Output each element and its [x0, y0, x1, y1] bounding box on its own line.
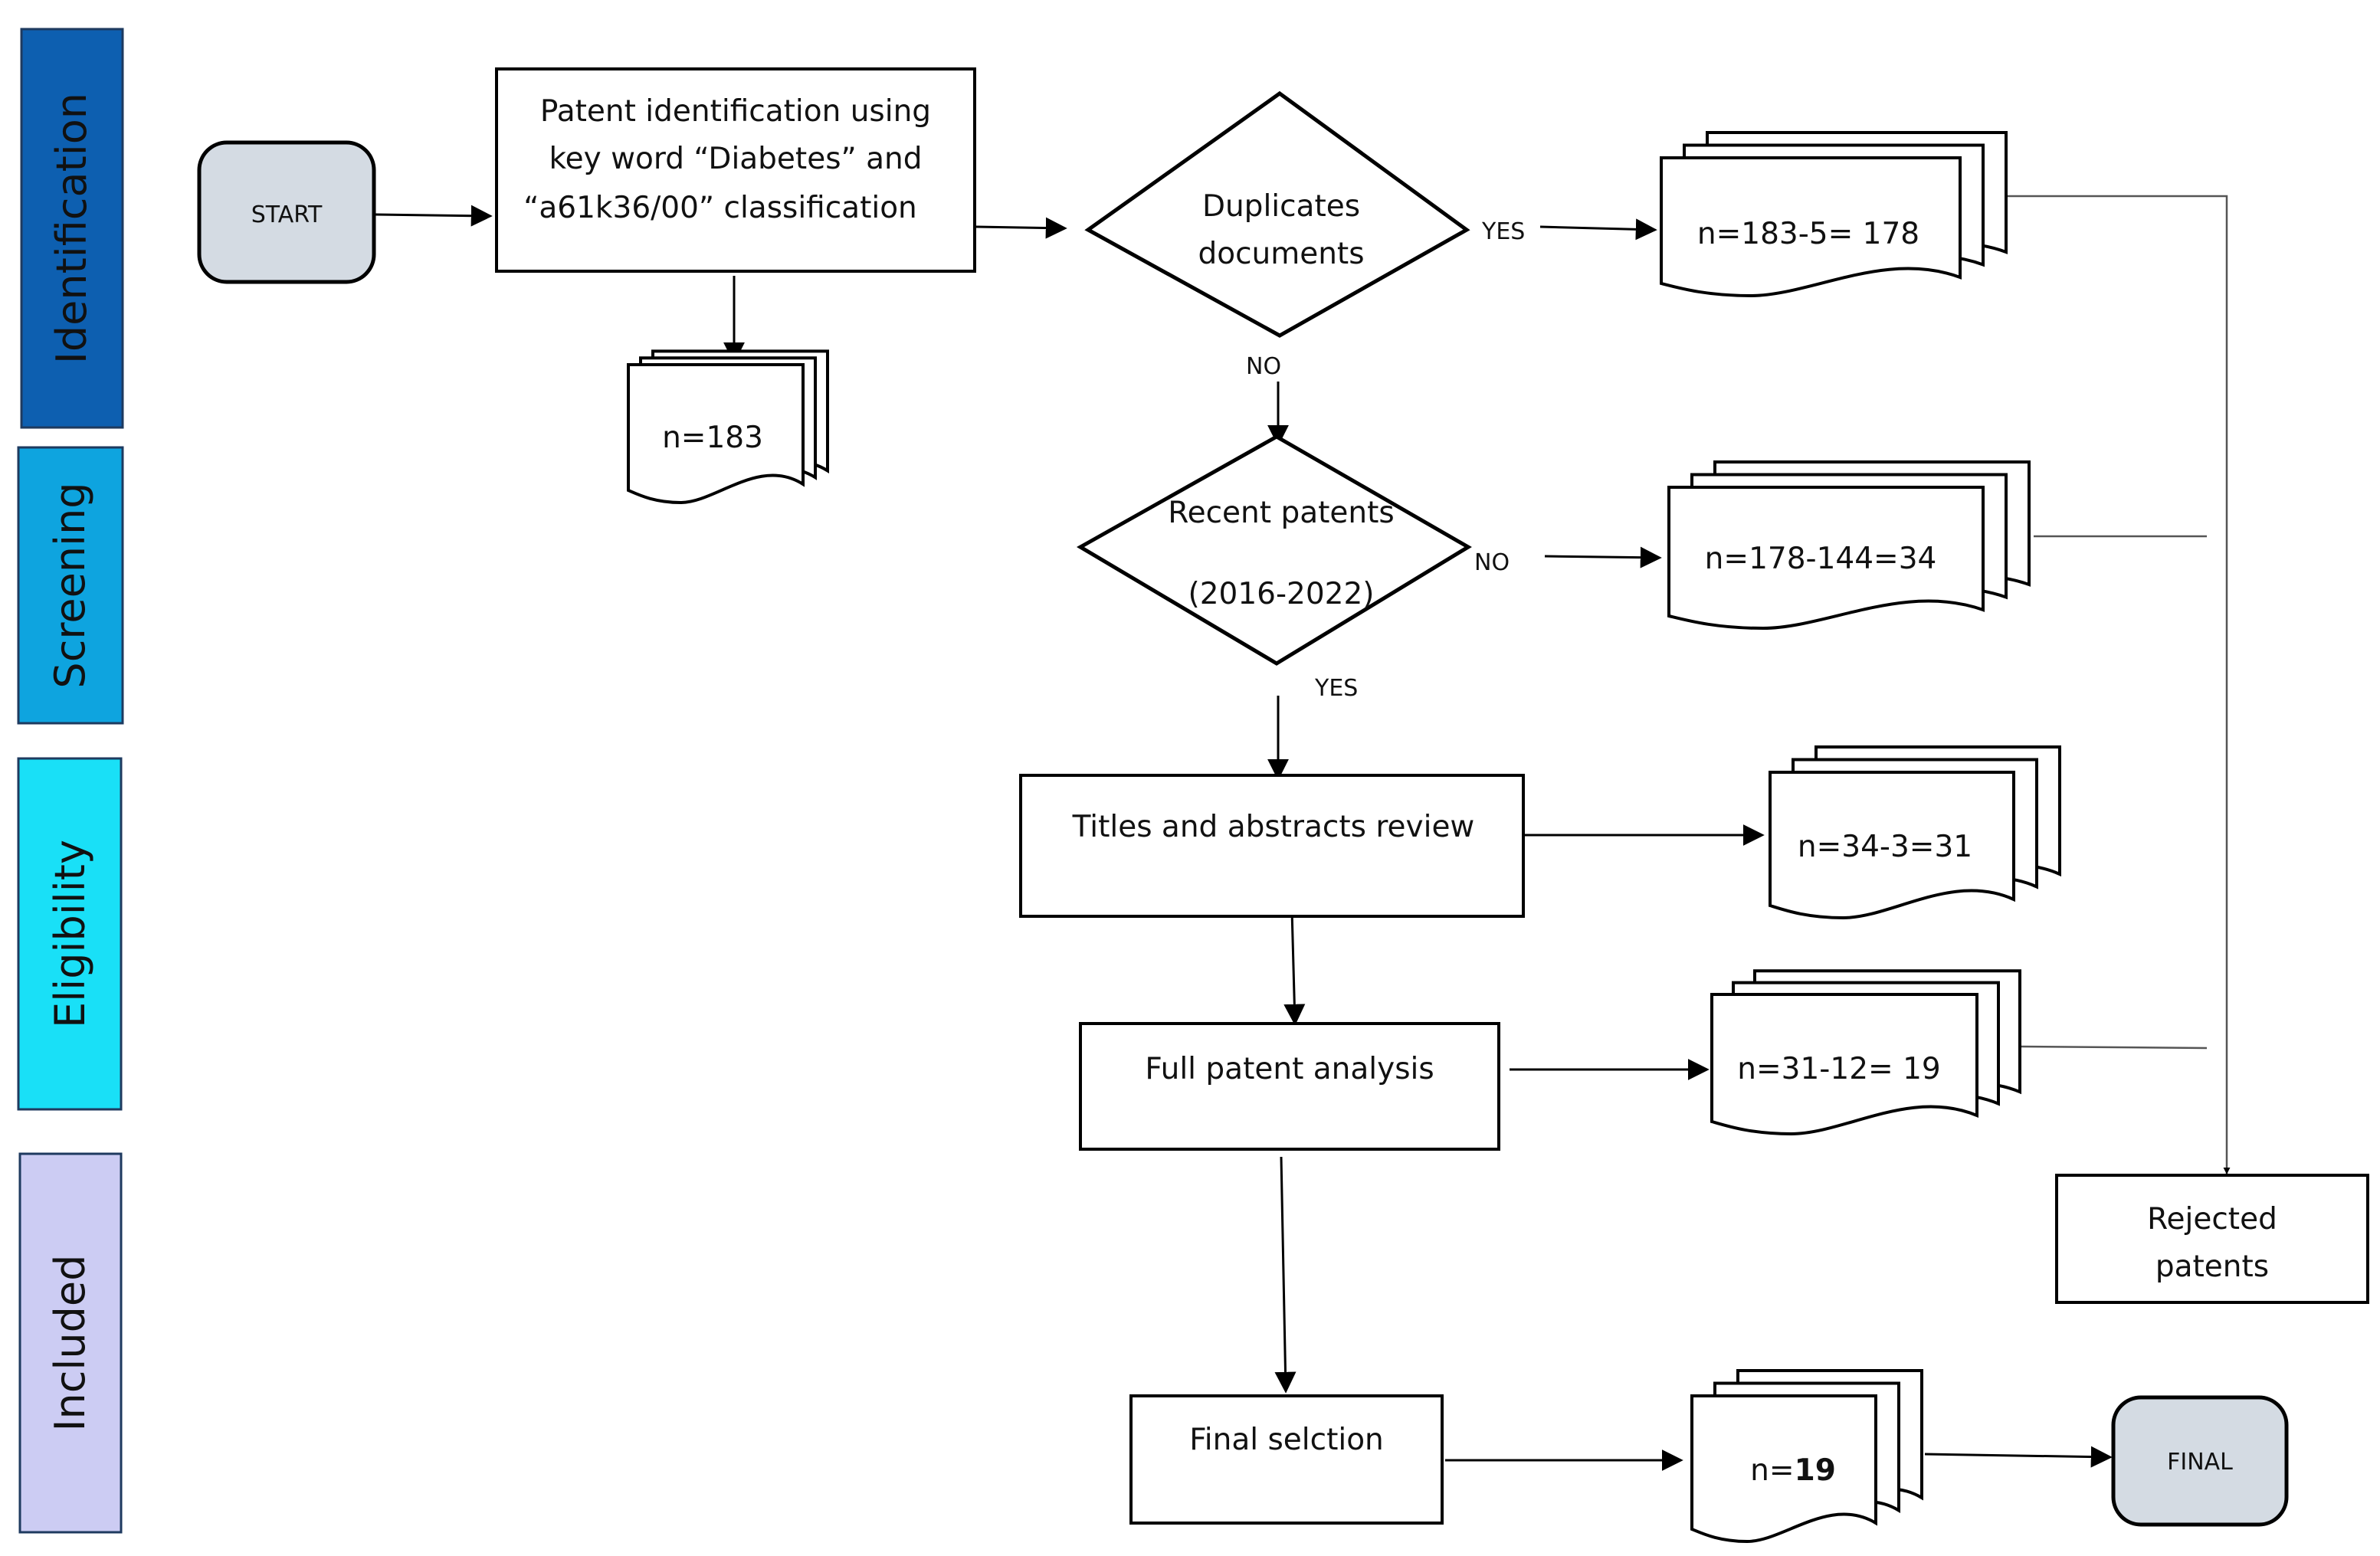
- arrow-doc-to-final-terminal: [1924, 1446, 2113, 1468]
- document-count: n=31-12= 19: [1737, 1052, 1940, 1086]
- document-sheet-front: [1769, 771, 2015, 920]
- document-sheet-front: [1710, 993, 1978, 1136]
- duplicates-decision: Duplicates documents: [1084, 90, 1470, 338]
- rejected-bus-line: [2006, 195, 2231, 1174]
- edge-label-dup-yes: YES: [1481, 218, 1525, 245]
- start-label: START: [251, 201, 323, 228]
- rejected-line-2: patents: [2155, 1250, 2269, 1284]
- stage-eligibility: Eligibility: [17, 757, 123, 1111]
- edge-label-recent-yes: YES: [1314, 675, 1358, 702]
- stage-label: Eligibility: [46, 840, 94, 1028]
- stage-label: Identification: [48, 93, 96, 364]
- rejected-line-1: Rejected: [2147, 1202, 2277, 1237]
- duplicates-line-1: Duplicates: [1202, 189, 1360, 224]
- document-sheet-front: [1690, 1394, 1877, 1544]
- final-label: FINAL: [2167, 1449, 2233, 1476]
- document-count: n=178-144=34: [1705, 542, 1937, 576]
- document-final-count: n=19: [1750, 1453, 1836, 1488]
- document-recent-removed: n=178-144=34: [1667, 460, 2031, 631]
- identification-process-box: Patent identification using key word “Di…: [495, 67, 976, 273]
- duplicates-line-2: documents: [1198, 237, 1364, 271]
- stage-label: Included: [46, 1255, 94, 1432]
- document-sheet-front: [1660, 156, 1962, 298]
- start-terminal: START: [197, 140, 376, 284]
- final-selection-box: Final selction: [1129, 1394, 1444, 1525]
- edge-label-dup-no: NO: [1246, 353, 1281, 380]
- stage-included: Included: [18, 1152, 123, 1534]
- arrow-duplicates-yes: [1539, 218, 1657, 241]
- arrow-identification-to-duplicates: [975, 217, 1067, 239]
- full-analysis-box: Full patent analysis: [1079, 1022, 1500, 1151]
- document-final: n=19: [1690, 1369, 1923, 1544]
- rejected-patents-box: Rejected patents: [2055, 1174, 2369, 1304]
- document-sheet-front: [1667, 486, 1985, 631]
- stage-screening: Screening: [17, 446, 124, 725]
- full-analysis-label: Full patent analysis: [1145, 1052, 1434, 1086]
- rejected-line-full: [2019, 1045, 2208, 1050]
- titles-review-label: Titles and abstracts review: [1072, 810, 1475, 844]
- identification-line-1: Patent identification using: [540, 94, 931, 129]
- document-duplicates-removed: n=183-5= 178: [1660, 131, 2008, 298]
- arrow-start-to-identification: [375, 205, 493, 227]
- document-identified: n=183: [627, 349, 829, 505]
- arrow-full-to-final: [1274, 1156, 1297, 1394]
- document-count: n=183-5= 178: [1697, 217, 1919, 251]
- arrow-recent-no: [1544, 546, 1662, 568]
- document-titles-removed: n=34-3=31: [1769, 745, 2061, 920]
- document-count: n=34-3=31: [1798, 830, 1972, 864]
- connectors: [375, 195, 2231, 1471]
- document-full-removed: n=31-12= 19: [1710, 969, 2021, 1136]
- identification-line-2: key word “Diabetes” and: [549, 142, 922, 176]
- recent-line-2: (2016-2022): [1188, 577, 1374, 611]
- titles-review-box: Titles and abstracts review: [1019, 774, 1525, 918]
- recent-decision: Recent patents (2016-2022): [1077, 434, 1472, 666]
- edge-label-recent-no: NO: [1474, 549, 1510, 576]
- document-sheet-front: [627, 363, 805, 505]
- stage-identification: Identification: [20, 28, 124, 429]
- document-count: n=183: [662, 421, 763, 455]
- final-selection-label: Final selction: [1189, 1423, 1384, 1457]
- identification-line-3: “a61k36/00” classification: [523, 191, 917, 225]
- stage-label: Screening: [46, 482, 94, 688]
- arrow-titles-to-full: [1283, 909, 1306, 1026]
- recent-line-1: Recent patents: [1168, 496, 1394, 530]
- final-terminal: FINAL: [2111, 1395, 2289, 1527]
